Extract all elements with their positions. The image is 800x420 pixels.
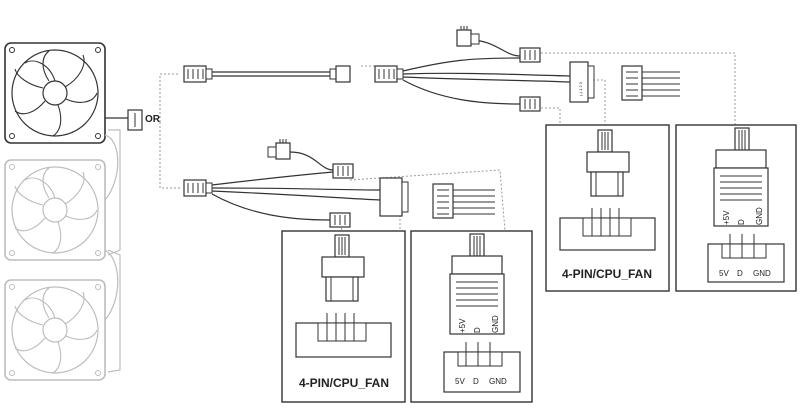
- splitter-2: [183, 139, 495, 228]
- fan-header-box-top: 4-PIN/CPU_FAN: [545, 124, 670, 292]
- argb-header-d-top: D: [737, 269, 743, 278]
- splitter-1-print: (-) 1 2 3: [578, 81, 583, 96]
- fan-chain-cables: [104, 129, 121, 373]
- fan-3: [4, 279, 106, 381]
- argb-header-gnd-bottom: GND: [489, 377, 507, 386]
- fan-2: [4, 159, 106, 261]
- argb-header-5v-bottom: 5V: [455, 377, 465, 386]
- fan-1: [4, 42, 106, 144]
- argb-plug-d-bottom: D: [473, 327, 482, 333]
- argb-header-d-bottom: D: [473, 377, 479, 386]
- extension-cable: [183, 65, 351, 83]
- argb-header-box-top: +5V D GND 5V D GND: [675, 124, 797, 292]
- splitter-1: (-) 1 2 3: [374, 26, 680, 112]
- fan-header-box-bottom: 4-PIN/CPU_FAN: [281, 230, 406, 403]
- fan-header-caption-bottom: 4-PIN/CPU_FAN: [299, 376, 389, 390]
- argb-plug-5v-top: +5V: [722, 210, 731, 225]
- argb-plug-gnd-top: GND: [755, 207, 764, 225]
- argb-header-box-bottom: +5V D GND 5V D GND: [410, 230, 533, 403]
- argb-header-5v-top: 5V: [719, 269, 729, 278]
- argb-plug-5v-bottom: +5V: [458, 318, 467, 333]
- argb-header-gnd-top: GND: [753, 269, 771, 278]
- argb-plug-d-top: D: [737, 219, 746, 225]
- or-label: OR: [145, 114, 161, 125]
- fan-header-caption-top: 4-PIN/CPU_FAN: [562, 267, 652, 281]
- fan-1-cable: [105, 109, 143, 131]
- argb-plug-gnd-bottom: GND: [491, 315, 500, 333]
